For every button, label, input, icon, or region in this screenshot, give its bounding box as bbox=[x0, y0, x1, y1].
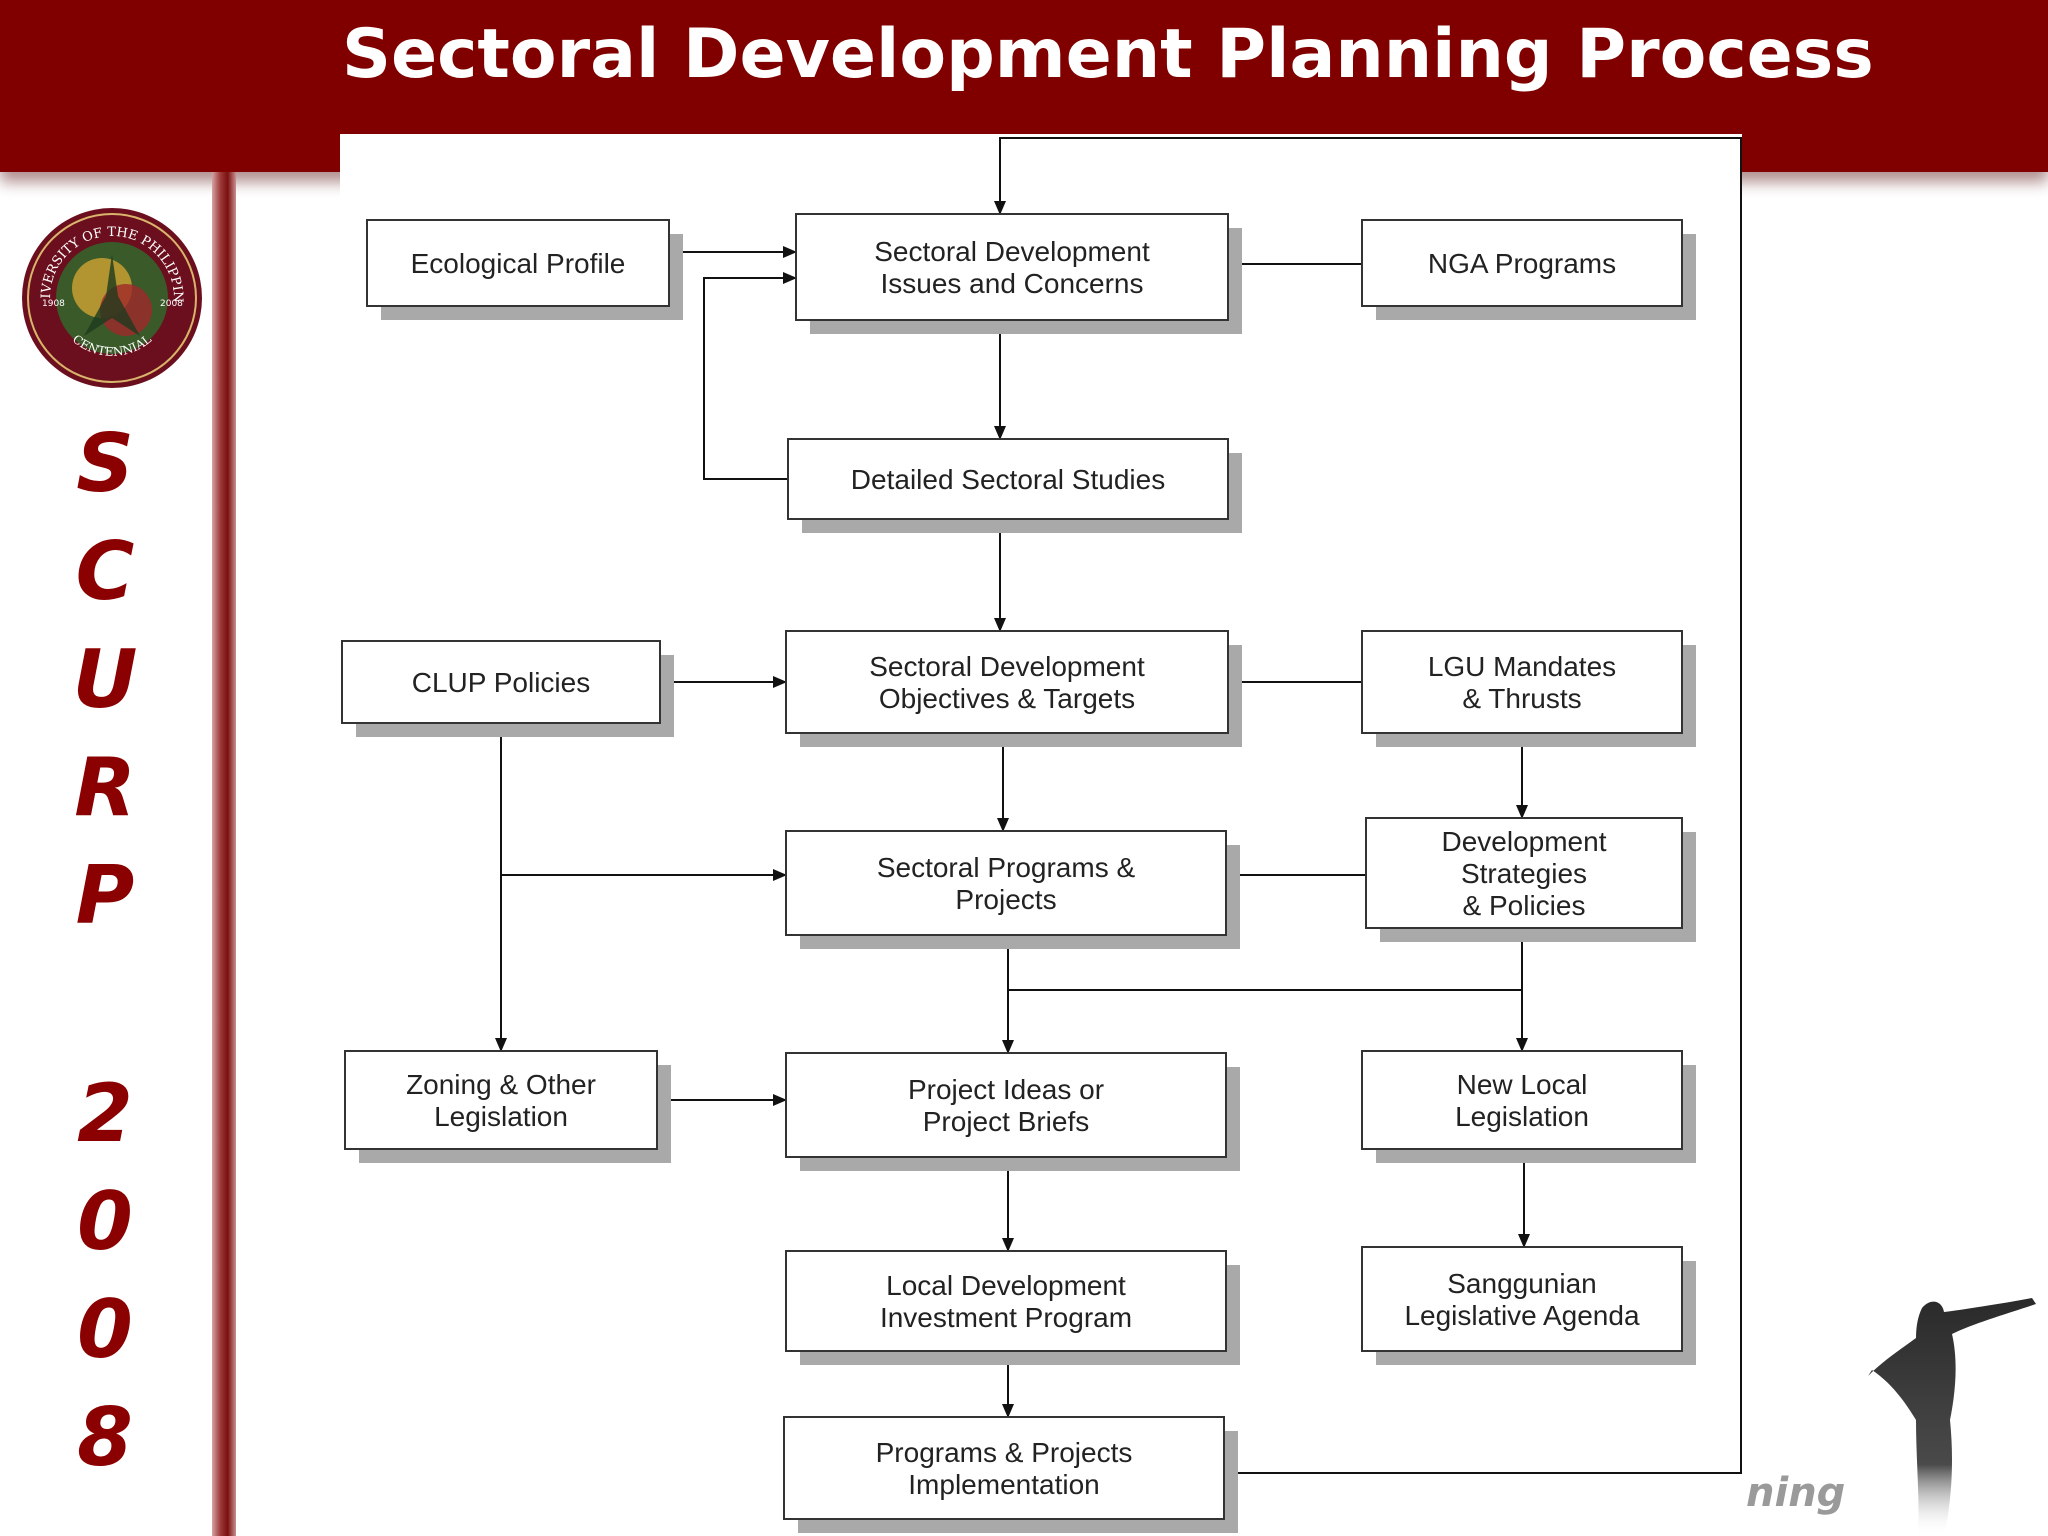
footer-text-fragment: ning bbox=[1746, 1470, 1846, 1516]
flowchart-edges bbox=[495, 137, 1742, 1474]
node-label: Detailed Sectoral Studies bbox=[851, 464, 1165, 495]
code-spacer bbox=[40, 950, 170, 1060]
node-box bbox=[1361, 219, 1683, 307]
node-label: Strategies bbox=[1461, 858, 1587, 889]
node-label: Issues and Concerns bbox=[880, 268, 1143, 299]
node-label: Zoning & Other bbox=[406, 1069, 596, 1100]
node-clup-policies: CLUP Policies bbox=[341, 640, 674, 737]
node-label: Ecological Profile bbox=[411, 248, 626, 279]
node-label: Objectives & Targets bbox=[879, 683, 1135, 714]
node-box bbox=[785, 1250, 1227, 1352]
node-box bbox=[783, 1416, 1225, 1520]
conference-code-vertical: S C U R P 2 0 0 8 bbox=[40, 410, 170, 1492]
node-label: Programs & Projects bbox=[876, 1437, 1133, 1468]
code-letter: R bbox=[74, 741, 136, 834]
code-letter: U bbox=[72, 633, 138, 726]
code-letter: C bbox=[75, 525, 135, 618]
node-box bbox=[1361, 630, 1683, 734]
node-label: & Policies bbox=[1463, 890, 1586, 921]
oblation-statue-image bbox=[1868, 1298, 2036, 1536]
node-label: Implementation bbox=[908, 1469, 1099, 1500]
node-label: Development bbox=[1442, 826, 1607, 857]
node-lgu-mandates: LGU Mandates& Thrusts bbox=[1361, 630, 1696, 747]
node-box bbox=[787, 438, 1229, 520]
node-nga-programs: NGA Programs bbox=[1361, 219, 1696, 320]
code-digit: 0 bbox=[77, 1283, 133, 1376]
code-letter: S bbox=[76, 417, 134, 510]
node-label: Legislative Agenda bbox=[1404, 1300, 1640, 1331]
node-label: Sectoral Programs & bbox=[877, 852, 1136, 883]
node-box bbox=[795, 213, 1229, 321]
node-box bbox=[785, 830, 1227, 936]
node-ecological-profile: Ecological Profile bbox=[366, 219, 683, 320]
node-label: Investment Program bbox=[880, 1302, 1132, 1333]
node-box bbox=[1361, 1050, 1683, 1150]
node-box bbox=[785, 1052, 1227, 1158]
node-label: LGU Mandates bbox=[1428, 651, 1616, 682]
node-label: New Local bbox=[1457, 1069, 1588, 1100]
node-label: Local Development bbox=[886, 1270, 1126, 1301]
node-label: Sanggunian bbox=[1447, 1268, 1596, 1299]
node-label: NGA Programs bbox=[1428, 248, 1616, 279]
node-label: Projects bbox=[955, 884, 1056, 915]
to-new-legislation-arrow bbox=[1008, 989, 1528, 1052]
seal-year-right: 2008 bbox=[160, 299, 183, 309]
node-label: Sectoral Development bbox=[874, 236, 1150, 267]
code-digit: 0 bbox=[77, 1175, 133, 1268]
sidebar-accent-bar bbox=[212, 172, 236, 1536]
node-label: Legislation bbox=[434, 1101, 568, 1132]
university-seal-logo: UNIVERSITY OF THE PHILIPPINES CENTENNIAL… bbox=[20, 206, 202, 388]
node-label: Project Briefs bbox=[923, 1106, 1090, 1137]
node-label: Legislation bbox=[1455, 1101, 1589, 1132]
node-box bbox=[1365, 817, 1683, 929]
studies-feedback-arrow bbox=[703, 272, 797, 480]
seal-year-left: 1908 bbox=[42, 299, 65, 309]
node-box bbox=[785, 630, 1229, 734]
node-label: CLUP Policies bbox=[412, 667, 590, 698]
code-digit: 2 bbox=[77, 1067, 133, 1160]
node-box bbox=[344, 1050, 658, 1150]
node-box bbox=[366, 219, 670, 307]
slide-title: Sectoral Development Planning Process bbox=[342, 15, 1874, 94]
node-box bbox=[1361, 1246, 1683, 1352]
node-programs-projects: Sectoral Programs &Projects bbox=[785, 830, 1240, 949]
node-box bbox=[341, 640, 661, 724]
feedback-loop-arrow bbox=[994, 137, 1742, 1474]
code-letter: P bbox=[75, 849, 135, 942]
code-digit: 8 bbox=[77, 1391, 133, 1484]
node-label: Sectoral Development bbox=[869, 651, 1145, 682]
node-detailed-studies: Detailed Sectoral Studies bbox=[787, 438, 1242, 533]
node-label: Project Ideas or bbox=[908, 1074, 1104, 1105]
node-label: & Thrusts bbox=[1462, 683, 1581, 714]
